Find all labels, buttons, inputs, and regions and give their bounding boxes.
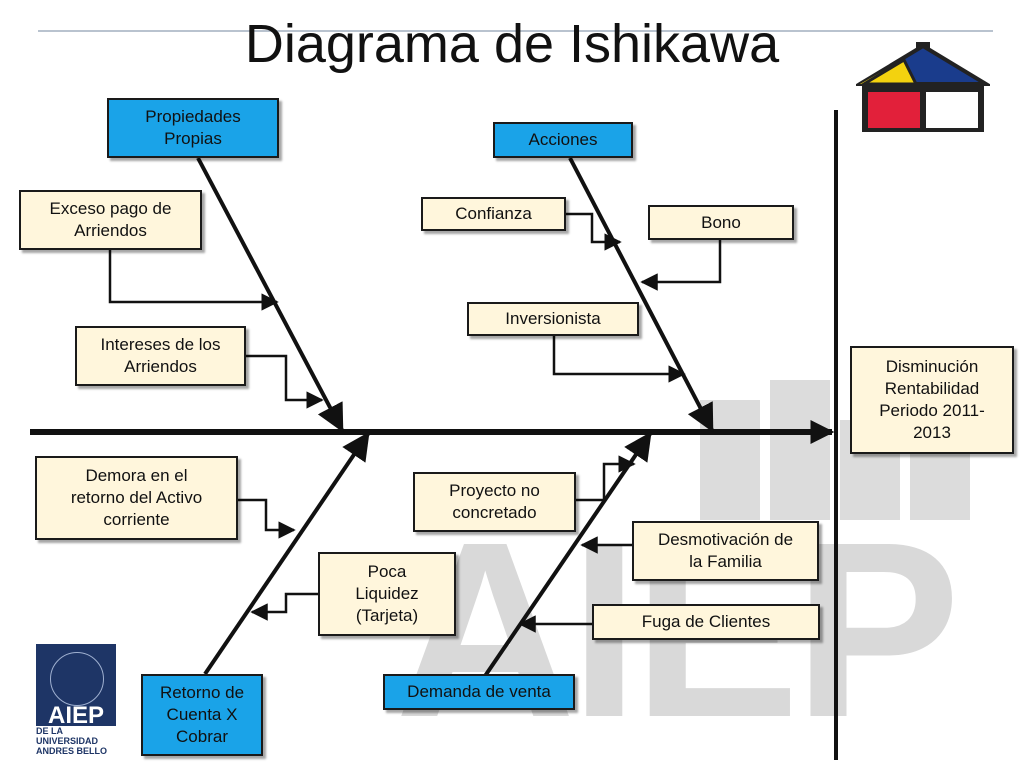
cause-confianza: Confianza — [421, 197, 566, 231]
connector-inversionista — [552, 336, 686, 383]
page-title: Diagrama de Ishikawa — [244, 14, 780, 74]
category-retorno-cuenta: Retorno de Cuenta X Cobrar — [141, 674, 263, 756]
connector-exceso — [108, 250, 279, 311]
bone-acciones — [568, 157, 714, 433]
title-rule — [38, 30, 993, 32]
bone-demanda — [483, 431, 652, 678]
cause-demora-retorno: Demora en el retorno del Activo corrient… — [35, 456, 238, 540]
cause-exceso-pago: Exceso pago de Arriendos — [19, 190, 202, 250]
aiep-logo-subtitle: DE LA UNIVERSIDAD ANDRES BELLO — [36, 726, 116, 756]
connector-intereses — [246, 354, 324, 409]
category-acciones: Acciones — [493, 122, 633, 158]
cause-proyecto-no-concretado: Proyecto no concretado — [413, 472, 576, 532]
connector-demora — [238, 498, 296, 539]
category-demanda-venta: Demanda de venta — [383, 674, 575, 710]
cause-intereses-arriendos: Intereses de los Arriendos — [75, 326, 246, 386]
connector-confianza — [566, 212, 622, 251]
crest-icon — [50, 652, 104, 706]
bone-propiedades — [196, 157, 344, 433]
connector-proyecto — [576, 455, 636, 502]
effect-box: Disminución Rentabilidad Periodo 2011- 2… — [850, 346, 1014, 454]
connector-poca — [250, 592, 318, 621]
cause-poca-liquidez: Poca Liquidez (Tarjeta) — [318, 552, 456, 636]
cause-inversionista: Inversionista — [467, 302, 639, 336]
aiep-logo-text: AIEP — [47, 702, 104, 729]
cause-fuga-clientes: Fuga de Clientes — [592, 604, 820, 640]
bone-retorno — [203, 431, 370, 676]
house-logo — [856, 42, 990, 132]
connector-bono — [640, 240, 722, 291]
cause-bono: Bono — [648, 205, 794, 240]
category-propiedades-propias: Propiedades Propias — [107, 98, 279, 158]
cause-desmotivacion-familia: Desmotivación de la Familia — [632, 521, 819, 581]
